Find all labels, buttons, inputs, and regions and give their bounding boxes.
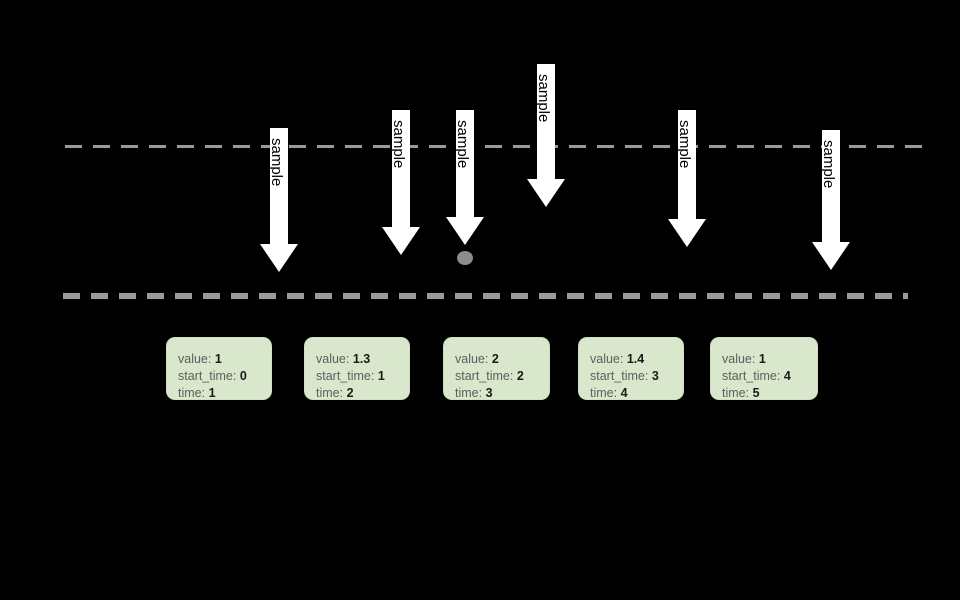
event-field: value: 1.3 bbox=[316, 351, 409, 368]
event-field-value: 1.4 bbox=[626, 352, 645, 366]
arrow-head-icon bbox=[527, 179, 565, 207]
arrow-shaft bbox=[537, 64, 555, 180]
event-field-value: 1.3 bbox=[352, 352, 371, 366]
arrow-shaft bbox=[456, 110, 474, 218]
event-field: start_time: 0 bbox=[178, 368, 271, 385]
arrow-shaft bbox=[270, 128, 288, 245]
event-field-value: 1 bbox=[758, 352, 766, 366]
arrow-label: sample bbox=[535, 74, 552, 123]
event-field-key: time: bbox=[455, 386, 486, 400]
arrow-head-icon bbox=[382, 227, 420, 255]
event-field: start_time: 3 bbox=[590, 368, 683, 385]
arrow-head-icon bbox=[260, 244, 298, 272]
sample-arrow: sample bbox=[382, 110, 420, 255]
lower-dashed-line bbox=[63, 293, 908, 299]
event-field-key: start_time: bbox=[722, 369, 784, 383]
arrow-head-icon bbox=[668, 219, 706, 247]
arrow-head-icon bbox=[812, 242, 850, 270]
event-field: start_time: 1 bbox=[316, 368, 409, 385]
event-field-value: 3 bbox=[651, 369, 659, 383]
event-field: time: 2 bbox=[316, 385, 409, 402]
sample-arrow: sample bbox=[260, 128, 298, 272]
event-field: value: 1 bbox=[722, 351, 817, 368]
event-field-value: 5 bbox=[752, 386, 760, 400]
sample-arrow: sample bbox=[812, 130, 850, 270]
arrow-shaft bbox=[678, 110, 696, 220]
event-field-key: value: bbox=[316, 352, 353, 366]
event-field: time: 3 bbox=[455, 385, 549, 402]
event-field-key: start_time: bbox=[455, 369, 517, 383]
event-field-key: start_time: bbox=[590, 369, 652, 383]
sample-arrow: sample bbox=[668, 110, 706, 247]
event-field: value: 2 bbox=[455, 351, 549, 368]
event-field-key: time: bbox=[178, 386, 209, 400]
arrow-label: sample bbox=[268, 138, 285, 187]
event-field-value: 1 bbox=[214, 352, 222, 366]
event-field-value: 1 bbox=[377, 369, 385, 383]
event-field-value: 3 bbox=[485, 386, 493, 400]
event-field: start_time: 2 bbox=[455, 368, 549, 385]
event-field: value: 1.4 bbox=[590, 351, 683, 368]
event-field-key: start_time: bbox=[178, 369, 240, 383]
event-field-key: value: bbox=[722, 352, 759, 366]
event-field-value: 4 bbox=[783, 369, 791, 383]
sample-dot bbox=[457, 251, 473, 265]
event-field: time: 5 bbox=[722, 385, 817, 402]
arrow-shaft bbox=[822, 130, 840, 243]
arrow-label: sample bbox=[820, 140, 837, 189]
event-field-value: 2 bbox=[491, 352, 499, 366]
sample-arrow: sample bbox=[446, 110, 484, 245]
event-field: time: 4 bbox=[590, 385, 683, 402]
arrow-head-icon bbox=[446, 217, 484, 245]
event-field-key: value: bbox=[590, 352, 627, 366]
arrow-label: sample bbox=[390, 120, 407, 169]
event-field-value: 1 bbox=[208, 386, 216, 400]
event-field-key: time: bbox=[590, 386, 621, 400]
upper-dashed-line bbox=[65, 144, 926, 148]
event-field-value: 2 bbox=[346, 386, 354, 400]
event-field: start_time: 4 bbox=[722, 368, 817, 385]
event-field-value: 4 bbox=[620, 386, 628, 400]
event-field-key: time: bbox=[316, 386, 347, 400]
event-field: value: 1 bbox=[178, 351, 271, 368]
event-field-key: value: bbox=[455, 352, 492, 366]
event-field-key: time: bbox=[722, 386, 753, 400]
event-field-value: 0 bbox=[239, 369, 247, 383]
sample-arrow: sample bbox=[527, 64, 565, 207]
arrow-shaft bbox=[392, 110, 410, 228]
event-field-key: value: bbox=[178, 352, 215, 366]
arrow-label: sample bbox=[454, 120, 471, 169]
event-field-value: 2 bbox=[516, 369, 524, 383]
arrow-label: sample bbox=[676, 120, 693, 169]
event-field-key: start_time: bbox=[316, 369, 378, 383]
event-field: time: 1 bbox=[178, 385, 271, 402]
